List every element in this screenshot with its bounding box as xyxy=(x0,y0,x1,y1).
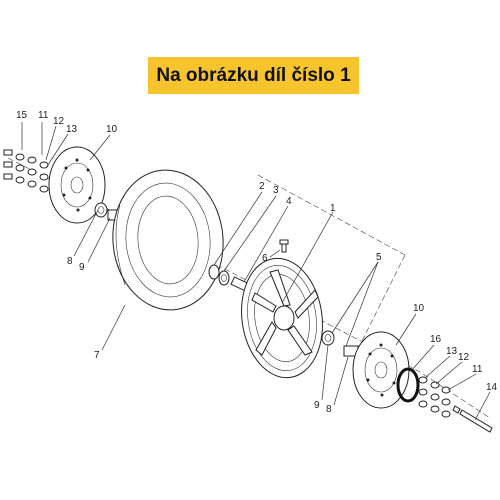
hub-bearings xyxy=(208,264,250,292)
callout-11-left: 11 xyxy=(38,110,49,121)
part-number-banner: Na obrázku díl číslo 1 xyxy=(148,57,359,94)
right-spacer-bearing xyxy=(321,330,359,357)
wheel-axle xyxy=(452,405,493,433)
wheel-rim xyxy=(241,257,323,379)
phonic-ring xyxy=(396,367,420,403)
callout-4: 4 xyxy=(286,196,292,207)
right-brake-disc xyxy=(352,331,410,409)
right-bolt-stack xyxy=(418,376,451,418)
callout-9-left: 9 xyxy=(79,262,85,273)
callout-14: 14 xyxy=(486,382,498,393)
callout-10-right: 10 xyxy=(413,303,425,314)
callout-10-left: 10 xyxy=(106,124,118,135)
callout-9-right: 9 xyxy=(314,400,320,411)
callout-1: 1 xyxy=(330,203,336,214)
callout-15: 15 xyxy=(16,110,28,121)
left-bolt-stack xyxy=(3,149,49,193)
callout-6: 6 xyxy=(262,253,268,264)
group-bracket-right xyxy=(359,254,406,346)
leader-lines xyxy=(21,122,491,421)
callout-16: 16 xyxy=(430,334,442,345)
callout-8-right: 8 xyxy=(326,404,332,415)
callout-13-left: 13 xyxy=(66,124,78,135)
left-brake-disc xyxy=(48,146,106,224)
tyre xyxy=(112,169,224,311)
banner-text: Na obrázku díl číslo 1 xyxy=(156,64,351,86)
tyre-valve xyxy=(279,239,289,253)
callout-2: 2 xyxy=(259,181,265,192)
callout-11-right: 11 xyxy=(472,364,483,375)
callout-3: 3 xyxy=(273,185,279,196)
callout-12-right: 12 xyxy=(458,352,470,363)
callout-13-right: 13 xyxy=(446,346,458,357)
callout-8-left: 8 xyxy=(67,256,73,267)
callout-7: 7 xyxy=(94,350,100,361)
callout-12-left: 12 xyxy=(53,116,65,127)
callout-5: 5 xyxy=(376,252,382,263)
